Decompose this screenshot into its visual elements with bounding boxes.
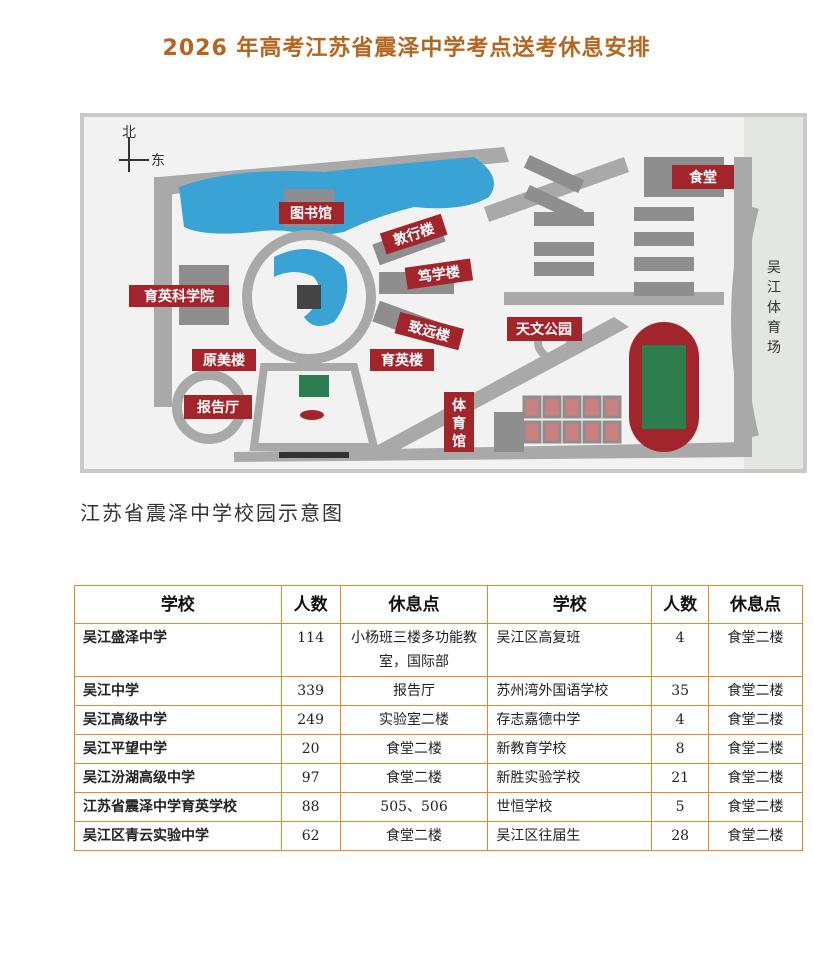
label-astro-park: 天文公园 [507,317,582,341]
compass-east: 东 [151,153,165,169]
label-stadium: 吴江体育场 [767,260,781,356]
table-cell: 食堂二楼 [708,705,803,735]
page-title: 2026 年高考江苏省震泽中学考点送考休息安排 [162,36,651,61]
table-cell: 114 [280,623,341,677]
table-cell: 实验室二楼 [339,705,489,735]
table-cell: 8 [651,734,710,764]
table-header-cell: 学校 [74,585,282,624]
table-header-cell: 学校 [487,585,653,624]
label-yuying: 育英楼 [370,349,434,371]
table-header-cell: 人数 [280,585,341,624]
table-cell: 食堂二楼 [708,734,803,764]
table-cell: 吴江中学 [74,676,282,706]
label-yuying-college: 育英科学院 [129,285,229,307]
svg-text:食堂: 食堂 [689,169,717,186]
svg-text:图书馆: 图书馆 [290,205,332,222]
table-header-cell: 休息点 [708,585,803,624]
table-header-row: 学校人数休息点学校人数休息点 [74,585,803,624]
table-cell: 食堂二楼 [708,676,803,706]
svg-text:报告厅: 报告厅 [197,399,239,416]
table-cell: 97 [280,763,341,793]
table-cell: 吴江汾湖高级中学 [74,763,282,793]
label-duxue: 笃学楼 [404,258,474,290]
table-cell: 吴江区高复班 [487,623,653,677]
table-cell: 吴江盛泽中学 [74,623,282,677]
label-gym: 体育馆 [444,392,474,452]
table-cell: 食堂二楼 [708,821,803,851]
svg-text:笃学楼: 笃学楼 [416,263,461,286]
table-header-cell: 休息点 [339,585,489,624]
table-cell: 吴江平望中学 [74,734,282,764]
table-header-cell: 人数 [651,585,710,624]
table-cell: 食堂二楼 [339,734,489,764]
table-cell: 339 [280,676,341,706]
table-cell: 苏州湾外国语学校 [487,676,653,706]
table-cell: 35 [651,676,710,706]
table-cell: 小杨班三楼多功能教室，国际部 [339,623,489,677]
table-cell: 249 [280,705,341,735]
table-cell: 4 [651,623,710,677]
table-cell: 吴江区往届生 [487,821,653,851]
table-cell: 88 [280,792,341,822]
svg-text:原美楼: 原美楼 [203,352,245,369]
table-cell: 28 [651,821,710,851]
table-cell: 4 [651,705,710,735]
label-yuanmei: 原美楼 [192,349,256,371]
stadium-text: 吴江体育场 [767,260,781,356]
table-cell: 世恒学校 [487,792,653,822]
table-cell: 新教育学校 [487,734,653,764]
table-cell: 21 [651,763,710,793]
table-cell: 江苏省震泽中学育英学校 [74,792,282,822]
table-cell: 食堂二楼 [708,623,803,677]
gym-text: 体育馆 [452,397,467,450]
table-cell: 505、506 [339,792,489,822]
label-auditorium: 报告厅 [184,395,252,419]
campus-map: 北 东 图书馆 敦行楼 笃学楼 致远楼 育英科学院 [80,113,807,473]
table-cell: 吴江高级中学 [74,705,282,735]
table-cell: 食堂二楼 [339,821,489,851]
table-cell: 报告厅 [339,676,489,706]
table-cell: 62 [280,821,341,851]
label-canteen: 食堂 [672,165,734,189]
map-caption: 江苏省震泽中学校园示意图 [80,501,344,525]
table-cell: 新胜实验学校 [487,763,653,793]
table-cell: 食堂二楼 [708,763,803,793]
table-cell: 20 [280,734,341,764]
compass-north: 北 [122,125,136,141]
table-cell: 存志嘉德中学 [487,705,653,735]
svg-text:育英科学院: 育英科学院 [144,288,214,305]
table-cell: 5 [651,792,710,822]
table-cell: 食堂二楼 [708,792,803,822]
table-cell: 食堂二楼 [339,763,489,793]
svg-text:育英楼: 育英楼 [381,352,423,369]
label-library: 图书馆 [279,202,344,224]
svg-text:天文公园: 天文公园 [516,321,572,338]
table-cell: 吴江区青云实验中学 [74,821,282,851]
